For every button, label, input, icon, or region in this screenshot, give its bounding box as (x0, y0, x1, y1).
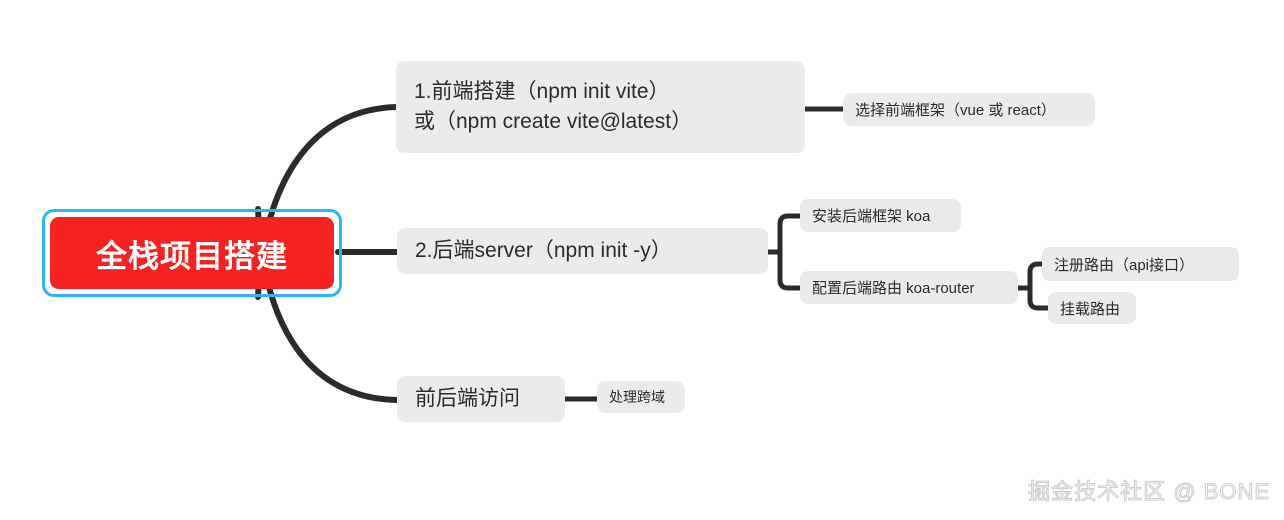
branch-node-backend-label: 2.后端server（npm init -y） (415, 238, 672, 262)
branch-node-frontend[interactable]: 1.前端搭建（npm init vite） 或（npm create vite@… (396, 61, 805, 153)
leaf-node-cors-label: 处理跨域 (609, 389, 665, 405)
branch-node-config-router-label: 配置后端路由 koa-router (812, 280, 975, 297)
root-node-label: 全栈项目搭建 (96, 238, 288, 274)
leaf-node-mount-route[interactable]: 挂载路由 (1048, 292, 1136, 324)
leaf-node-cors[interactable]: 处理跨域 (597, 381, 685, 413)
leaf-node-install-koa-label: 安装后端框架 koa (812, 208, 931, 225)
branch-node-config-router[interactable]: 配置后端路由 koa-router (800, 271, 1018, 304)
leaf-node-mount-route-label: 挂载路由 (1060, 300, 1121, 318)
watermark-text: 掘金技术社区 @ BONE (1028, 479, 1270, 505)
branch-node-backend[interactable]: 2.后端server（npm init -y） (397, 228, 768, 274)
leaf-node-register-route[interactable]: 注册路由（api接口） (1042, 247, 1239, 281)
leaf-node-install-koa[interactable]: 安装后端框架 koa (800, 199, 961, 232)
branch-node-frontend-line1: 1.前端搭建（npm init vite） (414, 79, 670, 103)
leaf-node-select-framework[interactable]: 选择前端框架（vue 或 react） (843, 93, 1095, 126)
root-node[interactable]: 全栈项目搭建 (42, 209, 342, 297)
leaf-node-select-framework-label: 选择前端框架（vue 或 react） (855, 102, 1056, 119)
root-node-fill: 全栈项目搭建 (50, 217, 334, 289)
branch-node-access-label: 前后端访问 (415, 386, 520, 410)
link-backend-bracket (777, 213, 803, 291)
leaf-node-register-route-label: 注册路由（api接口） (1054, 256, 1195, 274)
branch-node-access[interactable]: 前后端访问 (397, 376, 565, 422)
branch-node-frontend-line2: 或（npm create vite@latest） (414, 110, 693, 133)
